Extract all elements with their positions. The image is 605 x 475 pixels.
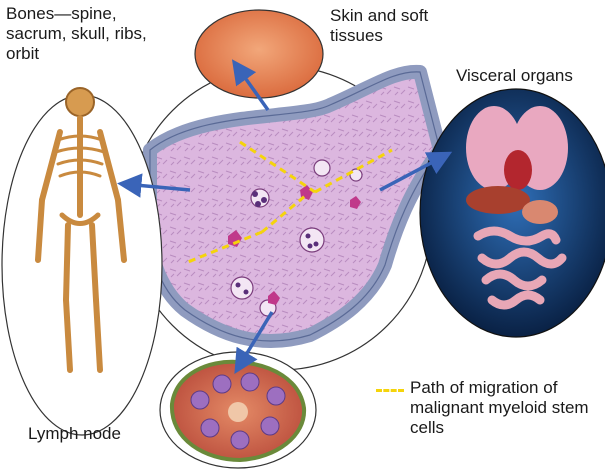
- label-bones: Bones—spine, sacrum, skull, ribs, orbit: [6, 4, 196, 64]
- legend-text: Path of migration of malignant myeloid s…: [410, 378, 605, 438]
- label-lymph-node: Lymph node: [28, 424, 158, 444]
- visceral-organs: [420, 89, 605, 337]
- label-visceral-organs: Visceral organs: [456, 66, 605, 86]
- bone-marrow-section: [128, 66, 440, 370]
- skin-patch: [195, 10, 323, 98]
- legend-dashed-line: [376, 389, 404, 392]
- label-skin: Skin and soft tissues: [330, 6, 480, 46]
- lymph-node: [160, 352, 316, 468]
- skeleton-figure: [2, 88, 162, 435]
